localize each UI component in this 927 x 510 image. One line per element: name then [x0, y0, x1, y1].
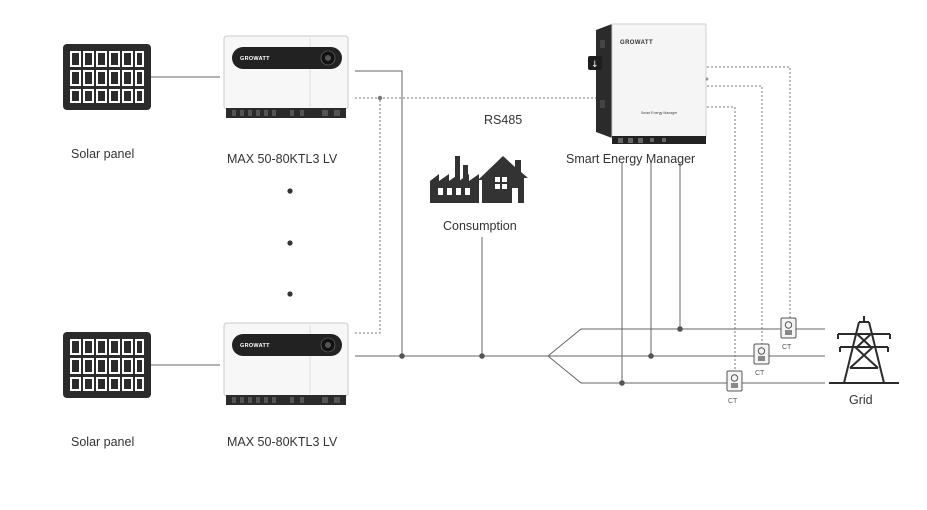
more-inverters-dot-3	[287, 291, 293, 297]
solar-panel-bottom-label: Solar panel	[71, 435, 134, 449]
inverter-bottom-logo: GROWATT	[240, 343, 270, 349]
ct-sensor-2-icon	[753, 343, 770, 365]
sem-logo: GROWATT	[620, 40, 653, 46]
ct-sensor-3-icon	[726, 370, 743, 392]
more-inverters-dot-2	[287, 240, 293, 246]
consumption-label: Consumption	[443, 219, 517, 233]
junction-dot-2	[479, 353, 485, 359]
inverter-bottom-icon: GROWATT	[223, 322, 349, 405]
rs485-communication-lines	[355, 66, 791, 371]
ct-label-2: CT	[755, 370, 765, 377]
rs485-label: RS485	[484, 113, 522, 127]
ct-label-1: CT	[782, 344, 792, 351]
solar-panel-bottom-icon	[63, 332, 151, 398]
inverter-top-icon: GROWATT	[223, 35, 349, 118]
svg-text:↓: ↓	[591, 60, 599, 70]
inverter-bottom-label: MAX 50-80KTL3 LV	[227, 435, 338, 449]
inverter-top-logo: GROWATT	[240, 56, 270, 62]
phase-junction-2	[648, 353, 654, 359]
grid-label: Grid	[849, 393, 873, 407]
grid-pylon-icon	[829, 316, 899, 384]
junction-dot-1	[399, 353, 405, 359]
ct-label-3: CT	[728, 398, 738, 405]
rs485-junction-dot	[377, 95, 383, 101]
sem-plate-text: Smart Energy Manager	[641, 111, 678, 115]
phase-junction-1	[677, 326, 683, 332]
ct-sensor-1-icon	[780, 317, 797, 339]
consumption-factory-house-icon	[430, 156, 528, 203]
solar-panel-top-label: Solar panel	[71, 147, 134, 161]
ac-power-bus	[355, 70, 548, 357]
smart-energy-manager-icon: ↓ GROWATT Smart Energy Manager	[588, 23, 709, 144]
phase-junction-3	[619, 380, 625, 386]
solar-panel-top-icon	[63, 44, 151, 110]
more-inverters-dot-1	[287, 188, 293, 194]
three-phase-lines	[547, 163, 825, 384]
smart-energy-manager-label: Smart Energy Manager	[566, 152, 695, 166]
inverter-top-label: MAX 50-80KTL3 LV	[227, 152, 338, 166]
